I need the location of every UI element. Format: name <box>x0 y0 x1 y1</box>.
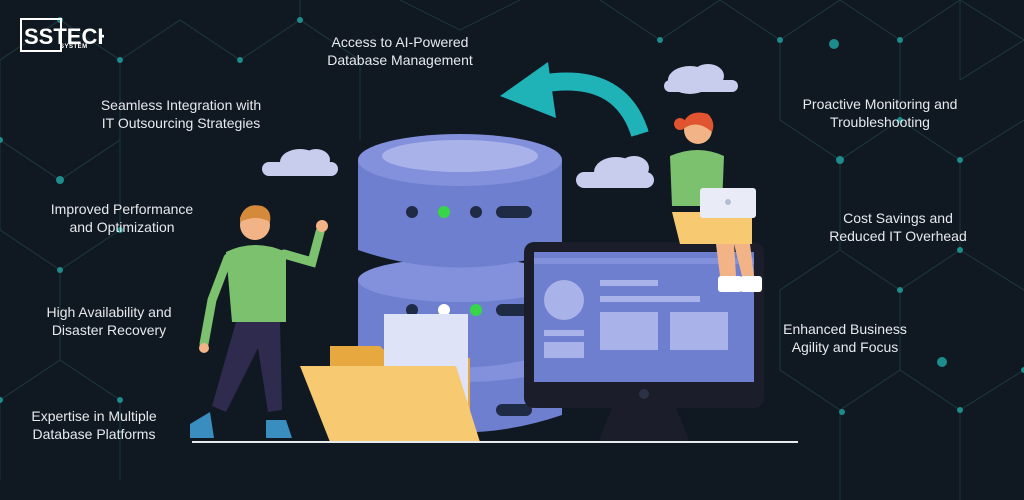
benefit-line: Cost Savings and <box>843 210 953 226</box>
benefit-line: Database Management <box>327 52 473 68</box>
benefit-performance: Improved Performance and Optimization <box>34 200 210 236</box>
floor-line <box>192 441 798 443</box>
benefit-expertise: Expertise in Multiple Database Platforms <box>10 407 178 443</box>
benefit-line: Enhanced Business <box>783 321 907 337</box>
benefit-line: Expertise in Multiple <box>31 408 157 424</box>
curved-arrow-icon <box>500 62 649 138</box>
benefit-line: Troubleshooting <box>830 114 930 130</box>
benefit-cost: Cost Savings and Reduced IT Overhead <box>808 209 988 245</box>
logo-subtext: SYSTEM <box>60 44 88 50</box>
benefit-line: and Optimization <box>69 219 175 235</box>
benefit-ai-powered: Access to AI-Powered Database Management <box>300 33 500 69</box>
benefit-line: Disaster Recovery <box>51 322 167 338</box>
benefit-integration: Seamless Integration with IT Outsourcing… <box>78 96 284 132</box>
benefit-line: Database Platforms <box>32 426 156 442</box>
benefit-agility: Enhanced Business Agility and Focus <box>766 320 924 356</box>
logo-mark: SSTECH <box>24 24 104 49</box>
cloud-icon <box>576 156 654 188</box>
benefit-line: Reduced IT Overhead <box>829 228 967 244</box>
cloud-icon <box>664 64 738 94</box>
sstech-logo-icon: SSTECH <box>20 18 104 52</box>
benefit-line: Access to AI-Powered <box>331 34 469 50</box>
benefit-availability: High Availability and Disaster Recovery <box>22 303 196 339</box>
monitor-icon <box>524 242 764 442</box>
benefit-line: IT Outsourcing Strategies <box>101 115 261 131</box>
benefit-line: Agility and Focus <box>791 339 899 355</box>
woman-figure <box>670 112 762 292</box>
benefit-line: Improved Performance <box>50 201 194 217</box>
benefit-monitoring: Proactive Monitoring and Troubleshooting <box>778 95 982 131</box>
benefit-line: Proactive Monitoring and <box>802 96 958 112</box>
benefit-line: High Availability and <box>46 304 172 320</box>
cloud-icon <box>262 149 338 176</box>
benefit-line: Seamless Integration with <box>100 97 262 113</box>
man-figure <box>190 205 328 438</box>
hero-illustration <box>190 62 798 443</box>
folder-icon <box>300 314 480 442</box>
